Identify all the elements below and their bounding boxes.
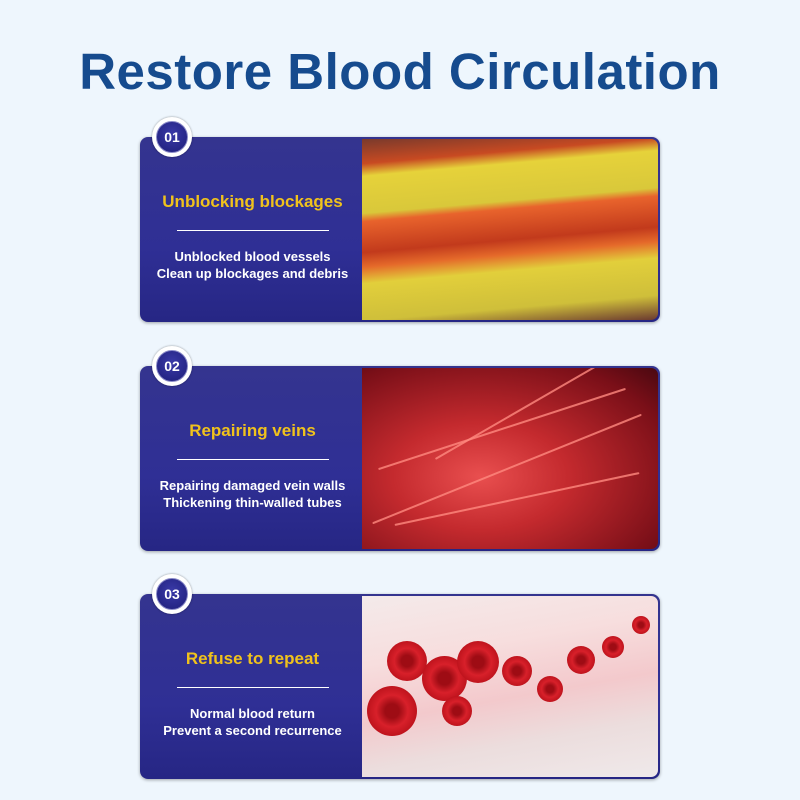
number-badge: 02 [152,346,192,386]
card-description: Repairing damaged vein walls Thickening … [159,478,346,510]
divider [177,459,329,460]
vein-network-image [362,368,658,549]
page-title: Restore Blood Circulation [79,43,721,100]
divider [177,230,329,231]
card-description: Normal blood return Prevent a second rec… [163,706,342,738]
card-heading: Unblocking blockages [162,192,343,211]
blocked-artery-image [362,139,658,320]
card-heading: Refuse to repeat [185,649,320,668]
divider [177,687,329,688]
feature-card-2: 02 Repairing veins Repairing damaged vei… [140,346,660,551]
red-blood-cells-image [362,596,658,777]
card-heading: Repairing veins [189,421,316,440]
card-description: Unblocked blood vessels Clean up blockag… [156,249,349,281]
number-badge: 01 [152,117,192,157]
feature-card-3: 03 Refuse to repeat Normal blood return … [140,574,660,779]
number-badge: 03 [152,574,192,614]
feature-card-1: 01 Unblocking blockages Unblocked blood … [140,117,660,322]
